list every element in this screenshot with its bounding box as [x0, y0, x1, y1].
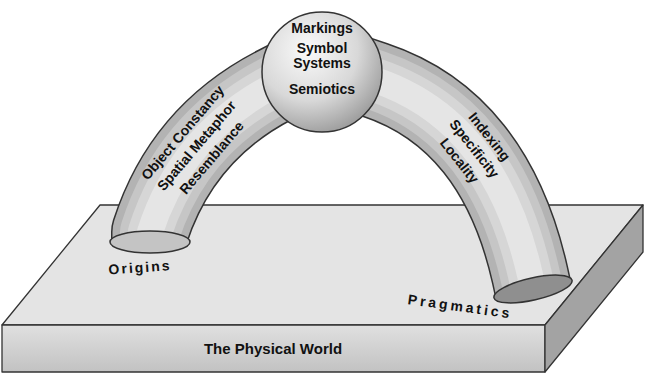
sphere-label: Symbol Systems: [286, 41, 358, 72]
slab-label: The Physical World: [204, 341, 342, 358]
arch-tube-band: [342, 69, 533, 289]
arch-foot: [492, 269, 575, 308]
arch-tube-band: [342, 69, 533, 289]
arch-tube-band: [342, 69, 533, 289]
sphere-label: Markings: [291, 21, 352, 36]
base-label: Pragmatics: [407, 292, 514, 322]
sphere-outline: [262, 12, 382, 132]
sphere-label: Semiotics: [289, 82, 355, 97]
base-label: Origins: [108, 258, 172, 278]
slab-front-face: [2, 325, 545, 372]
arch-tube-band: [342, 69, 533, 289]
arch-tube-band: [342, 69, 533, 289]
arch-foot: [110, 231, 190, 253]
